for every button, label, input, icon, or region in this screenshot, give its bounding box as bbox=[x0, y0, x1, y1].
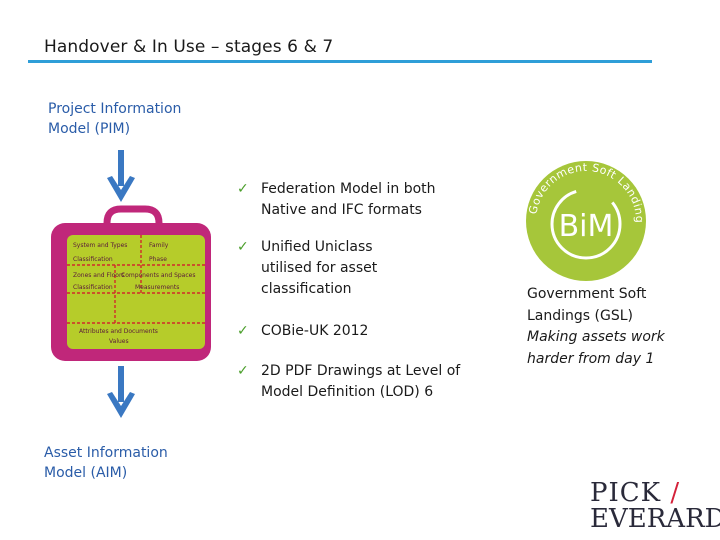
case-cell-classification-1: Classification bbox=[73, 256, 113, 263]
page-title: Handover & In Use – stages 6 & 7 bbox=[44, 37, 334, 57]
check-icon: ✓ bbox=[237, 239, 249, 255]
bullet-uniclass: ✓ Unified Uniclass utilised for asset cl… bbox=[237, 239, 378, 297]
case-cell-system: System and Types bbox=[73, 242, 127, 249]
bullet-cobie: ✓ COBie-UK 2012 bbox=[237, 321, 368, 342]
case-cell-phase: Phase bbox=[149, 256, 167, 263]
briefcase-graphic: System and Types Family Classification P… bbox=[51, 205, 211, 361]
gsl-bim-logo: Government Soft Landings BiM bbox=[523, 158, 646, 281]
case-cell-family: Family bbox=[149, 242, 169, 249]
case-cell-measurements: Measurements bbox=[135, 284, 179, 291]
pim-label: Project Information Model (PIM) bbox=[48, 99, 181, 139]
logo-slash: / bbox=[670, 478, 681, 508]
check-icon: ✓ bbox=[237, 181, 249, 197]
case-cell-classification-2: Classification bbox=[73, 284, 113, 291]
title-underline bbox=[28, 60, 652, 63]
check-icon: ✓ bbox=[237, 323, 249, 339]
case-cell-components: Components and Spaces bbox=[121, 272, 195, 279]
case-cell-zones: Zones and Floors bbox=[73, 272, 125, 279]
case-cell-attributes: Attributes and Documents bbox=[79, 328, 158, 335]
bullet-federation: ✓ Federation Model in both Native and IF… bbox=[237, 181, 436, 218]
check-icon: ✓ bbox=[237, 363, 249, 379]
down-arrow-top-icon bbox=[107, 150, 135, 202]
pick-everard-logo: PICK / EVERARD bbox=[590, 478, 720, 534]
down-arrow-bottom-icon bbox=[107, 366, 135, 418]
aim-label: Asset Information Model (AIM) bbox=[44, 443, 168, 483]
pim-label-line1: Project Information bbox=[48, 101, 182, 117]
aim-label-line2: Model (AIM) bbox=[44, 465, 128, 481]
bullet-pdf-drawings: ✓ 2D PDF Drawings at Level of Model Defi… bbox=[237, 363, 461, 400]
case-cell-values: Values bbox=[109, 338, 129, 345]
pim-label-line2: Model (PIM) bbox=[48, 121, 131, 137]
aim-label-line1: Asset Information bbox=[44, 445, 168, 461]
bim-center-text: BiM bbox=[559, 209, 614, 244]
gsl-description: Government Soft Landings (GSL) Making as… bbox=[527, 286, 665, 367]
